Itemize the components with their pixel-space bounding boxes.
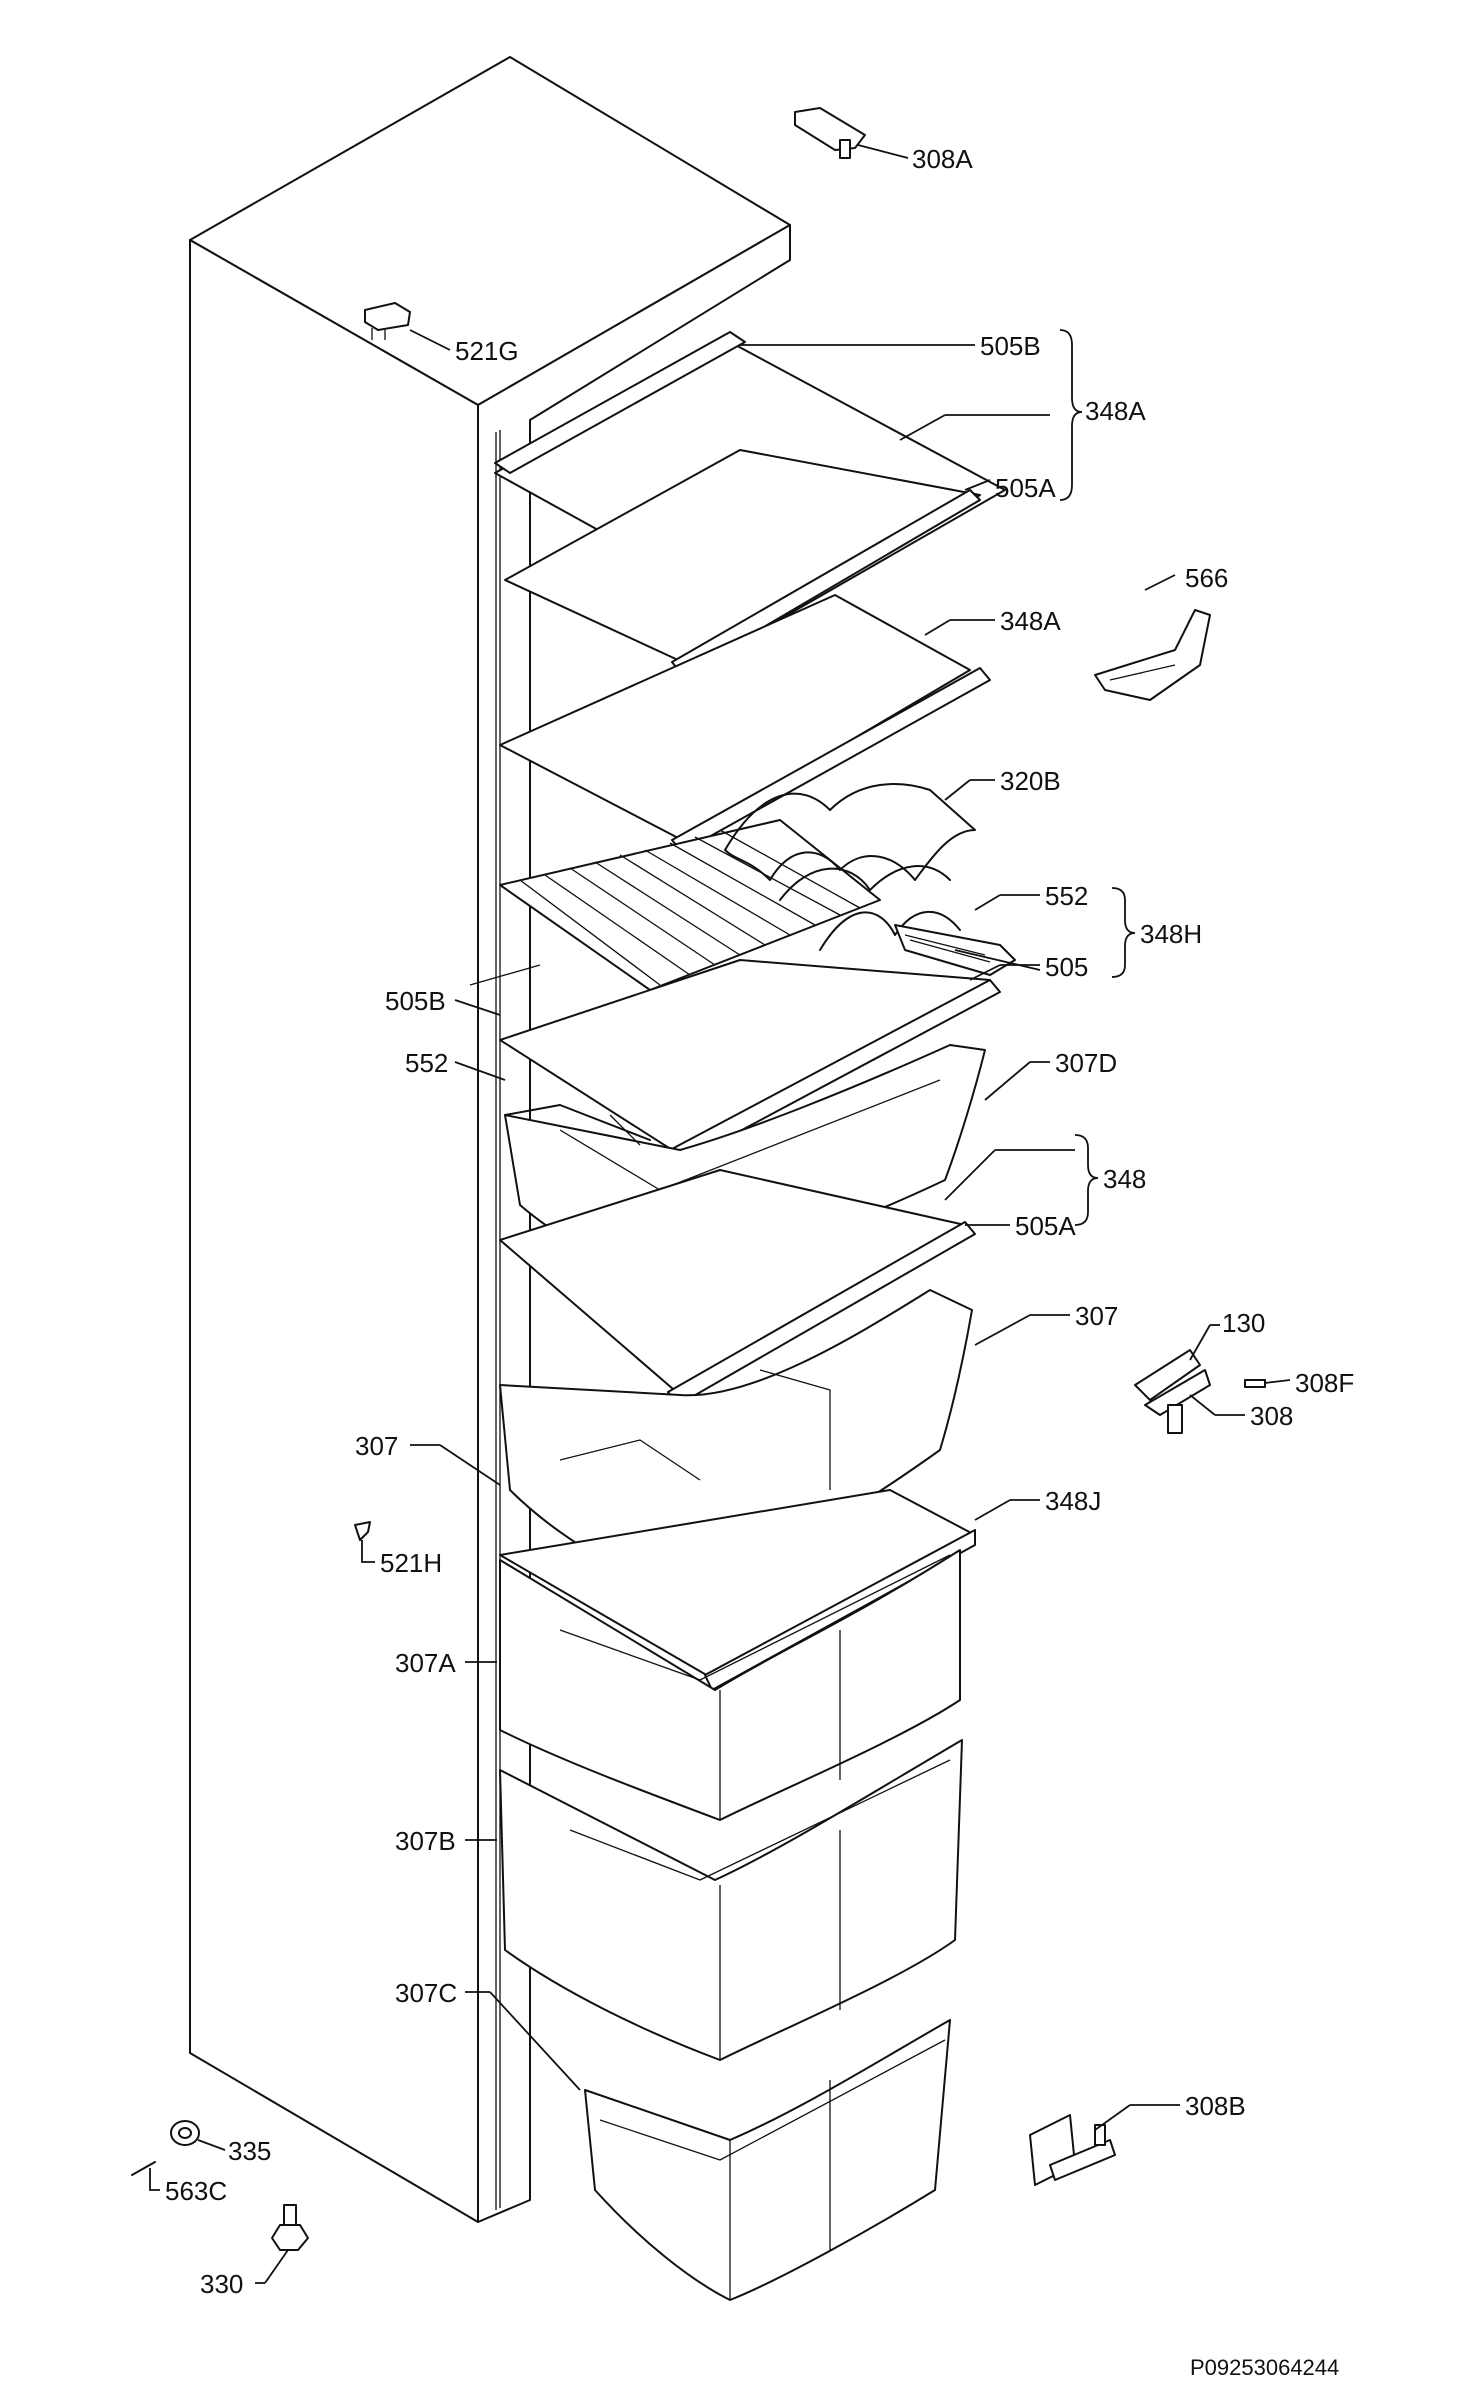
drawer-307b (499, 1739, 963, 2061)
label-505: 505 (1045, 952, 1088, 982)
wire-shelf-and-wine-rack (499, 783, 976, 991)
label-563c: 563C (165, 2176, 227, 2206)
label-307c: 307C (395, 1978, 457, 2008)
part-labels: 308A 521G 505B 348A 505A 566 348A 320B 5… (165, 144, 1354, 2380)
drawer-307a (499, 1549, 961, 1821)
drawer-307c (584, 2019, 951, 2301)
label-566: 566 (1185, 563, 1228, 593)
label-521g: 521G (455, 336, 519, 366)
label-348h: 348H (1140, 919, 1202, 949)
label-505b-top: 505B (980, 331, 1041, 361)
label-348a-second: 348A (1000, 606, 1061, 636)
label-307b: 307B (395, 1826, 456, 1856)
part-566 (1094, 609, 1211, 701)
label-348j: 348J (1045, 1486, 1101, 1516)
label-521h: 521H (380, 1548, 442, 1578)
cover-521g (364, 302, 411, 340)
label-130: 130 (1222, 1308, 1265, 1338)
label-307-right: 307 (1075, 1301, 1118, 1331)
label-505a-mid: 505A (1015, 1211, 1076, 1241)
label-330: 330 (200, 2269, 243, 2299)
label-308: 308 (1250, 1401, 1293, 1431)
label-307-left: 307 (355, 1431, 398, 1461)
label-308f: 308F (1295, 1368, 1354, 1398)
label-348: 348 (1103, 1164, 1146, 1194)
shelf-505 (469, 959, 1001, 1163)
feet-parts (131, 2120, 309, 2251)
screw-521h (354, 1521, 371, 1541)
label-505b-left: 505B (385, 986, 446, 1016)
hinge-308-with-130 (1134, 1349, 1266, 1434)
label-335: 335 (228, 2136, 271, 2166)
label-552-left: 552 (405, 1048, 448, 1078)
label-552-right: 552 (1045, 881, 1088, 911)
hinge-308a (794, 107, 866, 159)
leader-lines (149, 144, 1291, 2284)
hinge-308b (1029, 2114, 1116, 2186)
label-308a: 308A (912, 144, 973, 174)
drawing-code: P09253064244 (1190, 2355, 1339, 2380)
label-307d: 307D (1055, 1048, 1117, 1078)
label-307a: 307A (395, 1648, 456, 1678)
label-308b: 308B (1185, 2091, 1246, 2121)
shelf-348a-top (494, 331, 1006, 676)
label-320b: 320B (1000, 766, 1061, 796)
label-505a-top: 505A (995, 473, 1056, 503)
label-348a-top: 348A (1085, 396, 1146, 426)
cabinet (189, 56, 791, 2223)
